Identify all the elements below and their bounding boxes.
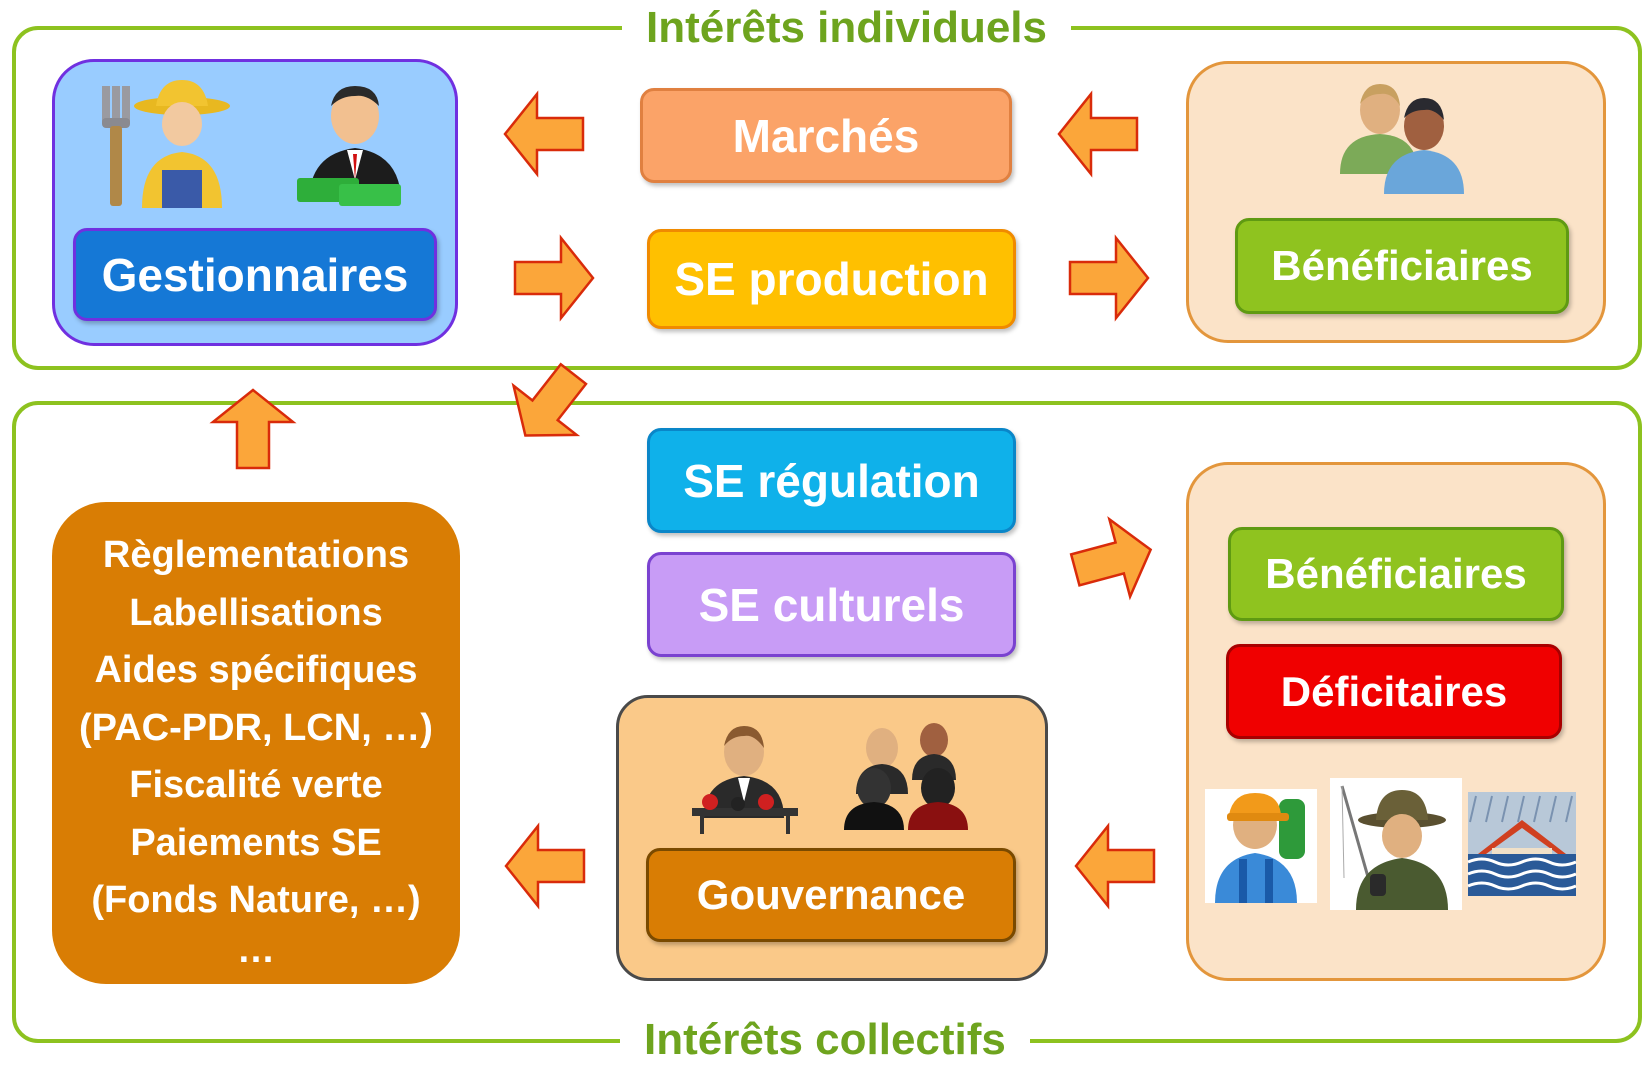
arrow-up-icon bbox=[211, 388, 295, 470]
arrow-left-icon bbox=[503, 92, 585, 176]
businessman-money-icon bbox=[297, 86, 401, 206]
users-pair-icon bbox=[1340, 84, 1464, 194]
gouvernance-box: Gouvernance bbox=[646, 848, 1016, 942]
arrow-right-icon bbox=[1068, 236, 1150, 320]
arrow-down-right-icon bbox=[1063, 509, 1163, 610]
instruments-list: Règlementations Labellisations Aides spé… bbox=[52, 502, 460, 970]
arrow-right-icon bbox=[513, 236, 595, 320]
press-conference-icon bbox=[692, 726, 798, 834]
instrument-item: (Fonds Nature, …) bbox=[91, 879, 421, 921]
instrument-item: (PAC-PDR, LCN, …) bbox=[79, 706, 433, 749]
se-production-box: SE production bbox=[647, 229, 1016, 329]
arrow-down-right-icon bbox=[492, 348, 607, 462]
se-culturels-box: SE culturels bbox=[647, 552, 1016, 657]
instrument-item: Paiements SE bbox=[130, 821, 382, 864]
flooded-house-icon bbox=[1467, 792, 1577, 896]
arrow-left-icon bbox=[1074, 824, 1156, 908]
arrow-left-icon bbox=[504, 824, 586, 908]
collective-interests-title: Intérêts collectifs bbox=[620, 1014, 1030, 1066]
hiker-icon bbox=[1205, 789, 1317, 903]
farmer-icon bbox=[102, 80, 230, 208]
deficitaires-box: Déficitaires bbox=[1226, 644, 1562, 739]
gestionnaires-box: Gestionnaires bbox=[73, 228, 437, 321]
instrument-item: … bbox=[237, 928, 275, 971]
beneficiaires-bottom-box: Bénéficiaires bbox=[1228, 527, 1564, 621]
meeting-people-icon bbox=[844, 723, 968, 830]
arrow-left-icon bbox=[1057, 92, 1139, 176]
marches-box: Marchés bbox=[640, 88, 1012, 183]
fisherman-icon bbox=[1330, 778, 1462, 910]
se-regulation-box: SE régulation bbox=[647, 428, 1016, 533]
instruments-box: Règlementations Labellisations Aides spé… bbox=[52, 502, 460, 984]
instrument-item: Labellisations bbox=[129, 591, 383, 634]
instrument-item: Aides spécifiques bbox=[94, 649, 418, 691]
beneficiaires-top-box: Bénéficiaires bbox=[1235, 218, 1569, 314]
individual-interests-title: Intérêts individuels bbox=[622, 2, 1071, 54]
instrument-item: Fiscalité verte bbox=[129, 764, 383, 806]
instrument-item: Règlementations bbox=[102, 534, 410, 576]
